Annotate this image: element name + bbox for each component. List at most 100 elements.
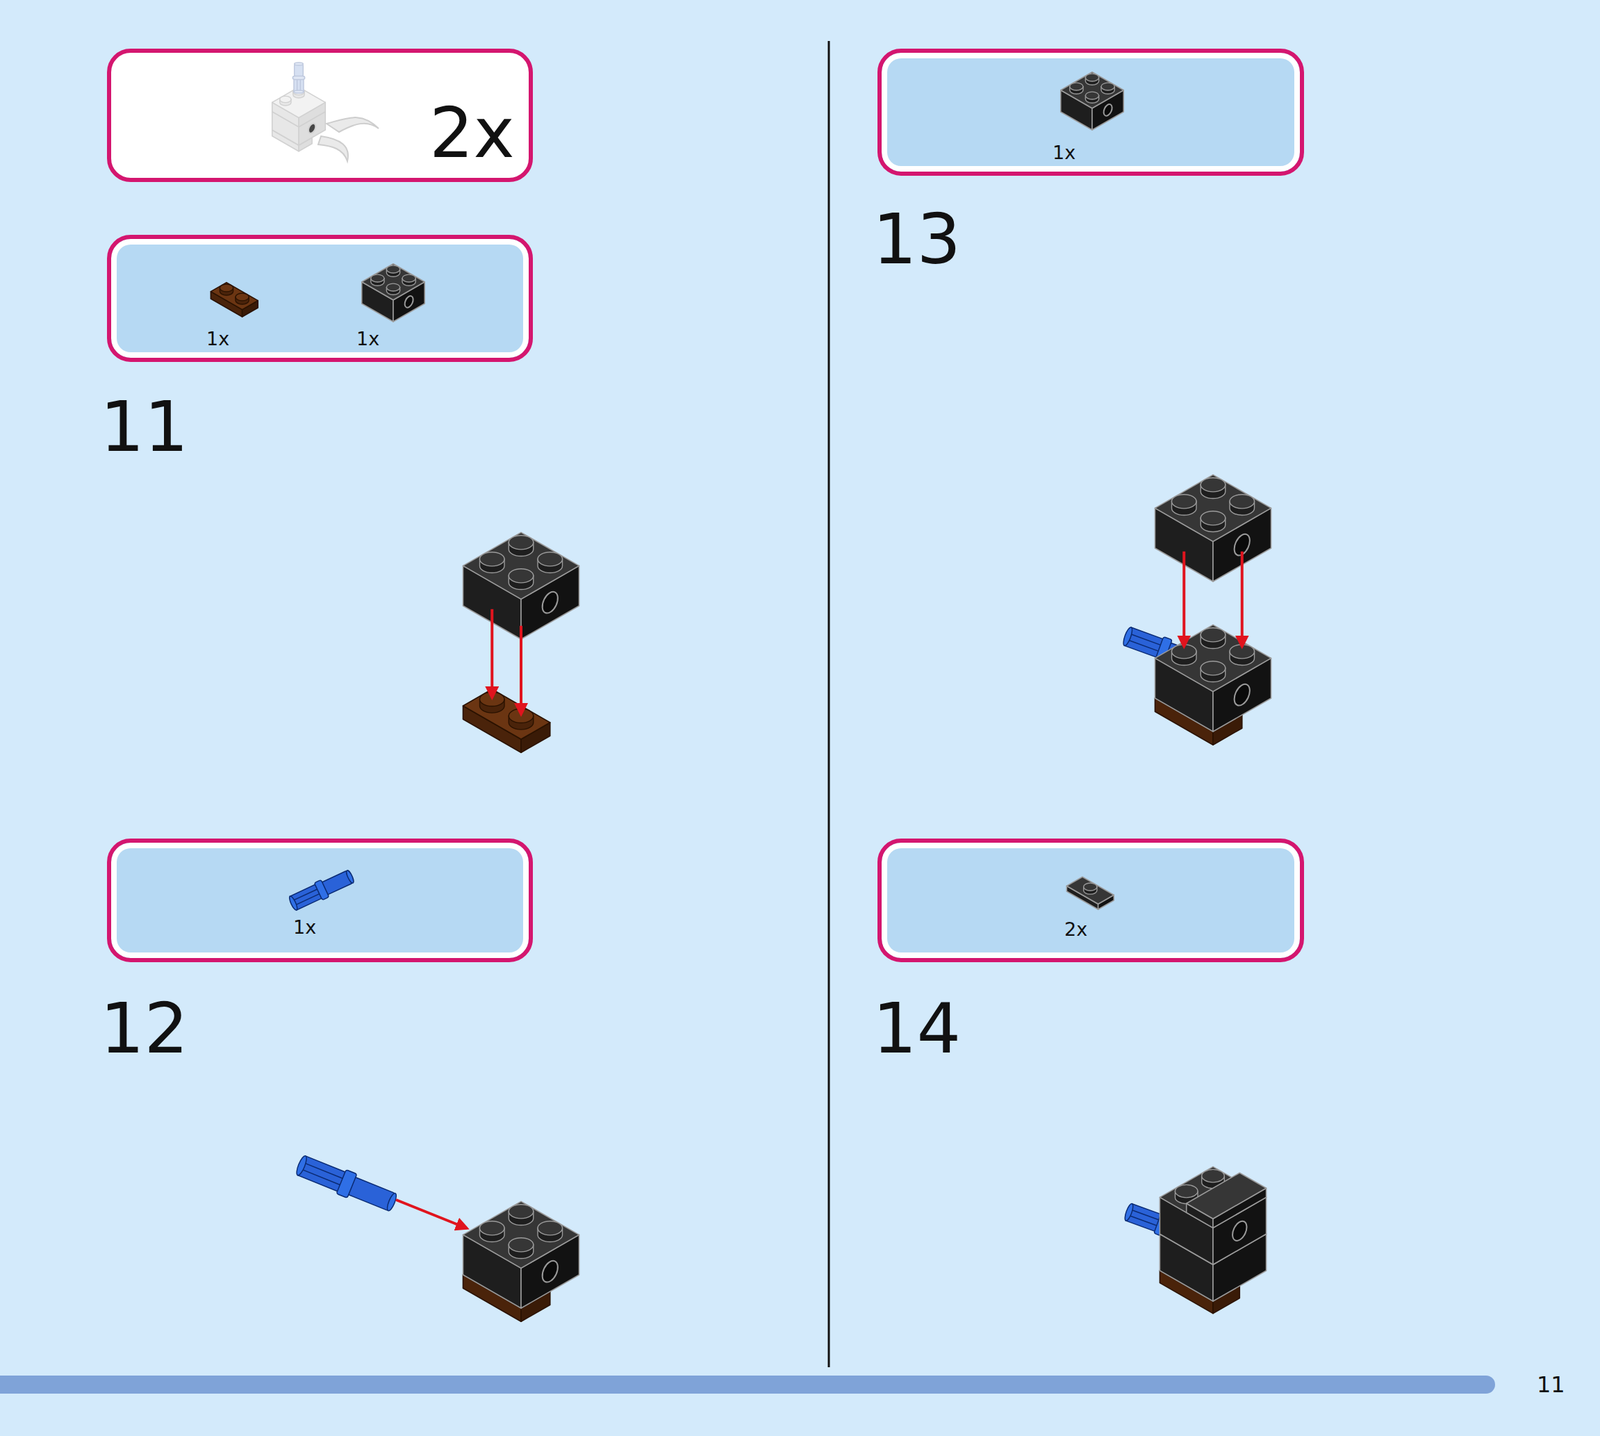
part-quantity: 1x	[356, 329, 380, 349]
callout-fill	[109, 50, 531, 180]
stud	[537, 1221, 563, 1236]
pin-part	[294, 893, 321, 906]
stud	[219, 284, 233, 292]
pin-part	[302, 1162, 345, 1179]
page-number: 11	[1536, 1373, 1566, 1396]
stud	[479, 552, 505, 567]
pin-part	[1126, 639, 1161, 652]
stud	[370, 274, 385, 283]
ghost-assembly	[272, 62, 379, 162]
stud	[1083, 883, 1098, 891]
brick-face	[361, 264, 425, 301]
brick-face	[210, 282, 258, 310]
callout-fill	[109, 840, 531, 961]
pin-part	[1129, 1209, 1160, 1221]
pin-part	[288, 895, 299, 912]
pin-part	[1128, 1215, 1159, 1227]
pin-part	[1128, 633, 1163, 646]
pin-part	[300, 1168, 342, 1186]
pin-part	[385, 1192, 399, 1212]
pin-part	[314, 879, 329, 900]
brick-face	[462, 689, 550, 740]
parts-step-13	[1060, 72, 1124, 130]
build-arrow	[1182, 551, 1186, 647]
pin-part	[345, 869, 356, 885]
build-arrow	[1240, 551, 1244, 647]
pin-hole	[539, 1258, 561, 1285]
step-11-build	[462, 532, 579, 753]
brick-face	[1060, 72, 1124, 109]
stud	[1171, 494, 1197, 509]
axle-pin	[286, 867, 356, 913]
claw	[326, 117, 379, 133]
parts-callout: 2x	[877, 838, 1305, 963]
pin-part	[294, 1154, 309, 1177]
step-14-build	[1122, 1166, 1267, 1314]
pin-part	[293, 90, 304, 94]
stud	[508, 1204, 534, 1219]
callout-fill	[109, 236, 531, 360]
callout-fill	[879, 840, 1302, 961]
part-quantity: 1x	[206, 329, 230, 349]
pin-hole	[1231, 681, 1253, 708]
step-number: 13	[872, 204, 961, 275]
build-arrow	[490, 609, 494, 698]
callout-fill	[879, 50, 1302, 174]
pin-part	[1123, 1202, 1135, 1222]
parts-step-11	[210, 264, 425, 322]
footer-bar	[0, 1375, 1496, 1394]
build-multiplier: 2x	[429, 98, 515, 169]
brick-face	[1154, 474, 1271, 542]
parts-callout: 1x 1x	[106, 234, 533, 362]
stud	[386, 283, 400, 292]
step-number: 14	[872, 994, 961, 1064]
parts-callout: 1x	[106, 838, 533, 963]
pin-part	[294, 62, 304, 66]
stud	[1229, 644, 1255, 659]
stud	[386, 265, 400, 274]
axle-pin	[292, 62, 305, 94]
part-quantity: 1x	[1052, 143, 1076, 162]
pin-hole	[307, 122, 317, 135]
stud	[1200, 661, 1226, 676]
parts-step-14	[1066, 876, 1114, 910]
pin-part	[336, 1169, 358, 1199]
pin-hole	[1229, 1219, 1250, 1244]
step-13-build	[1120, 474, 1271, 745]
stud	[1101, 82, 1115, 91]
stud	[1201, 1169, 1225, 1182]
part-quantity: 1x	[293, 917, 317, 937]
stud	[479, 1221, 505, 1236]
axle-pin	[293, 1152, 400, 1216]
stud	[1085, 91, 1099, 100]
subassembly-callout: 2x	[106, 48, 533, 183]
pin-hole	[1101, 102, 1114, 117]
stud	[1200, 477, 1226, 492]
stud	[235, 293, 249, 301]
pin-part	[292, 76, 305, 80]
bricks	[210, 62, 1271, 1322]
stud	[1200, 628, 1226, 642]
brick-face	[1186, 1172, 1267, 1219]
parts-step-12	[286, 867, 356, 913]
callout-fills	[109, 50, 1302, 961]
stud	[508, 568, 534, 583]
column-divider	[828, 40, 831, 1368]
pin-part	[292, 888, 319, 901]
step-number: 11	[100, 392, 189, 463]
stud	[1174, 1184, 1198, 1198]
claw	[318, 136, 349, 162]
step-number: 12	[100, 994, 189, 1064]
stud	[1229, 494, 1255, 509]
pin-hole	[402, 294, 415, 309]
build-arrow	[519, 625, 523, 715]
stud	[1085, 73, 1099, 82]
stud	[537, 552, 563, 567]
brick-face	[1159, 1166, 1266, 1228]
brick-face	[462, 1201, 579, 1268]
brick-face	[272, 86, 326, 118]
brick-face	[1066, 876, 1114, 904]
brick-face	[462, 532, 579, 599]
